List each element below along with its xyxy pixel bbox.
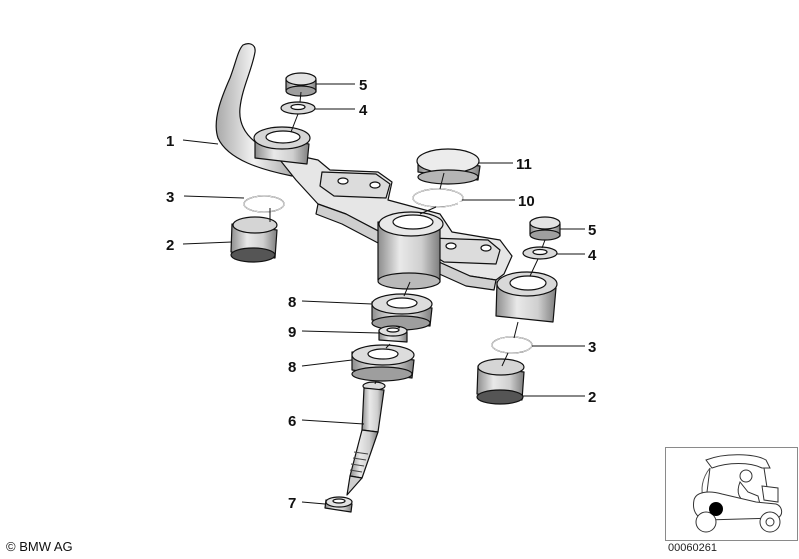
callout-3: 3 — [166, 189, 174, 206]
copyright-text: © BMW AG — [6, 539, 73, 554]
leader-8b — [301, 359, 353, 367]
callout-8: 8 — [288, 359, 296, 376]
spacer-part-9 — [378, 325, 408, 343]
callout-5: 5 — [359, 77, 367, 94]
callout-10: 10 — [518, 193, 535, 210]
callout-6: 6 — [288, 413, 296, 430]
ring-part-7 — [324, 496, 353, 513]
callout-11: 11 — [516, 156, 532, 173]
callout-labels: 1 5 4 11 3 10 2 5 4 8 9 3 8 2 6 7 — [166, 77, 597, 512]
handlebar-bracket — [215, 43, 558, 323]
location-marker-icon — [709, 502, 723, 516]
leader-2a — [182, 241, 233, 245]
document-number: 00060261 — [668, 542, 717, 554]
callout-2: 2 — [166, 237, 174, 254]
bearing-part-8-upper — [371, 293, 433, 331]
scooter-illustration — [693, 454, 783, 533]
vehicle-location-inset — [665, 447, 798, 541]
pin-part-6 — [346, 381, 386, 496]
leader-6 — [301, 419, 365, 425]
nut-part-5-left — [285, 72, 317, 97]
washer-part-4-right — [522, 246, 558, 260]
leader-8a — [301, 300, 373, 305]
callout-2: 2 — [588, 389, 596, 406]
cap-part-11 — [416, 148, 481, 185]
callout-4: 4 — [359, 102, 368, 119]
nut-part-5-right — [529, 216, 561, 241]
leader-lines — [182, 83, 585, 505]
circlip-part-3-right — [491, 336, 533, 354]
rubber-mount-part-2-left — [230, 216, 278, 263]
leader-3a — [183, 195, 245, 199]
callout-7: 7 — [288, 495, 296, 512]
snap-ring-part-10 — [412, 188, 464, 208]
callout-4: 4 — [588, 247, 597, 264]
washer-part-4-left — [280, 101, 316, 115]
callout-9: 9 — [288, 324, 296, 341]
bearing-part-8-lower — [351, 344, 415, 382]
leader-9 — [301, 330, 380, 334]
callout-1: 1 — [166, 133, 174, 150]
leader-7 — [301, 501, 326, 505]
callout-5: 5 — [588, 222, 596, 239]
rubber-mount-part-2-right — [476, 358, 525, 405]
callout-8: 8 — [288, 294, 296, 311]
circlip-part-3-left — [243, 195, 285, 213]
leader-1 — [182, 139, 219, 145]
callout-3: 3 — [588, 339, 596, 356]
